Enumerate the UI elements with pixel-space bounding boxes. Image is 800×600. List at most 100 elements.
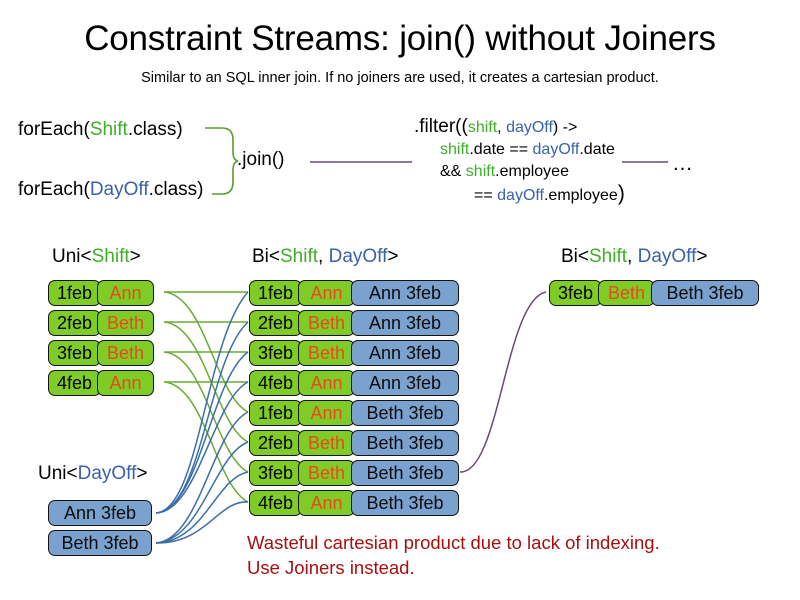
warning-line-1: Wasteful cartesian product due to lack o…	[247, 532, 660, 553]
bi-shift-date-cell: 1feb	[249, 280, 302, 306]
filter-l3-and: &&	[440, 163, 466, 180]
bi-shift-date-cell: 3feb	[249, 460, 302, 486]
caption-bi-right-type2: DayOff	[637, 246, 697, 267]
caption-bi-middle-type1: Shift	[280, 246, 319, 267]
result-shift-employee-cell: Beth	[598, 280, 655, 306]
bi-shift-date-cell: 2feb	[249, 430, 302, 456]
bi-dayoff-cell: Beth 3feb	[351, 430, 459, 456]
caption-uni-dayoff-pre: Uni<	[38, 463, 78, 484]
dayoff-fact-card[interactable]: Ann 3feb	[48, 500, 152, 526]
filter-l4-op: ==	[474, 187, 498, 204]
filter-param-sep: ,	[497, 119, 507, 136]
join-call-label: .join()	[237, 149, 285, 170]
filter-param-shift: shift	[467, 119, 498, 136]
foreach-shift-type: Shift	[89, 119, 128, 140]
bi-shift-employee-cell: Beth	[298, 310, 355, 336]
filter-param-dayoff: dayOff	[506, 119, 553, 136]
caption-uni-dayoff-post: >	[136, 463, 148, 484]
bi-shift-employee-cell: Ann	[298, 280, 355, 306]
filter-line-2: shift.date == dayOff.date	[414, 139, 625, 161]
result-dayoff-cell: Beth 3feb	[651, 280, 759, 306]
filter-close-paren: )	[617, 182, 625, 205]
filter-l2-shift: shift	[440, 141, 470, 158]
page-title: Constraint Streams: join() without Joine…	[84, 19, 716, 58]
foreach-dayoff-type: DayOff	[89, 179, 149, 200]
caption-bi-right-type1: Shift	[589, 246, 628, 267]
caption-bi-right-post: >	[696, 246, 708, 267]
filter-l3-shift: shift	[465, 163, 496, 180]
bi-dayoff-cell: Beth 3feb	[351, 460, 459, 486]
shift-employee-cell: Ann	[97, 280, 154, 306]
foreach-dayoff-expression: forEach(DayOff.class)	[18, 178, 204, 202]
bi-dayoff-cell: Ann 3feb	[351, 340, 459, 366]
caption-uni-shift-post: >	[129, 246, 141, 267]
shift-employee-cell: Beth	[97, 340, 154, 366]
bi-dayoff-cell: Ann 3feb	[351, 310, 459, 336]
bi-shift-employee-cell: Beth	[298, 460, 355, 486]
filter-l4-dayoff: dayOff	[497, 187, 544, 204]
ellipsis-continuation: …	[672, 152, 694, 175]
caption-bi-right-sep: ,	[627, 246, 638, 267]
shift-employee-cell: Beth	[97, 310, 154, 336]
foreach-shift-prefix: forEach(	[18, 119, 90, 140]
filter-l3-field: .employee	[495, 163, 569, 180]
warning-message: Wasteful cartesian product due to lack o…	[247, 530, 660, 580]
caption-bi-middle-sep: ,	[318, 246, 329, 267]
caption-bi-middle-post: >	[387, 246, 399, 267]
filter-l2-field: .date	[579, 141, 615, 158]
foreach-shift-suffix: .class)	[127, 119, 183, 140]
caption-uni-dayoff: Uni<DayOff>	[38, 462, 148, 486]
shift-date-cell: 2feb	[48, 310, 101, 336]
foreach-dayoff-suffix: .class)	[148, 179, 204, 200]
caption-bi-middle-pre: Bi<	[252, 246, 280, 267]
bi-shift-date-cell: 1feb	[249, 400, 302, 426]
filter-prefix: .filter((	[414, 116, 468, 137]
dayoff-cell: Beth 3feb	[48, 530, 152, 556]
shift-date-cell: 1feb	[48, 280, 101, 306]
filter-arrow: ) ->	[552, 119, 578, 136]
filter-line-4: == dayOff.employee)	[414, 183, 625, 207]
bi-shift-employee-cell: Ann	[298, 370, 355, 396]
foreach-dayoff-prefix: forEach(	[18, 179, 90, 200]
filter-lambda-expression: .filter((shift, dayOff) -> shift.date ==…	[414, 116, 625, 207]
filter-l2-dayoff: dayOff	[532, 141, 580, 158]
dayoff-cell: Ann 3feb	[48, 500, 152, 526]
shift-employee-cell: Ann	[97, 370, 154, 396]
warning-line-2: Use Joiners instead.	[247, 557, 415, 578]
bi-shift-employee-cell: Beth	[298, 430, 355, 456]
filter-l2-op: .date ==	[469, 141, 533, 158]
bi-dayoff-cell: Beth 3feb	[351, 400, 459, 426]
bi-shift-employee-cell: Ann	[298, 400, 355, 426]
bi-shift-date-cell: 4feb	[249, 490, 302, 516]
bi-dayoff-cell: Ann 3feb	[351, 370, 459, 396]
shift-date-cell: 3feb	[48, 340, 101, 366]
filter-line-1: .filter((shift, dayOff) ->	[414, 116, 625, 139]
caption-bi-middle: Bi<Shift, DayOff>	[252, 245, 398, 269]
bi-shift-employee-cell: Ann	[298, 490, 355, 516]
result-shift-date-cell: 3feb	[549, 280, 602, 306]
caption-bi-right: Bi<Shift, DayOff>	[561, 245, 707, 269]
caption-uni-shift-pre: Uni<	[52, 246, 92, 267]
caption-uni-shift-type: Shift	[91, 246, 130, 267]
dayoff-fact-card[interactable]: Beth 3feb	[48, 530, 152, 556]
bi-shift-date-cell: 2feb	[249, 310, 302, 336]
shift-date-cell: 4feb	[48, 370, 101, 396]
